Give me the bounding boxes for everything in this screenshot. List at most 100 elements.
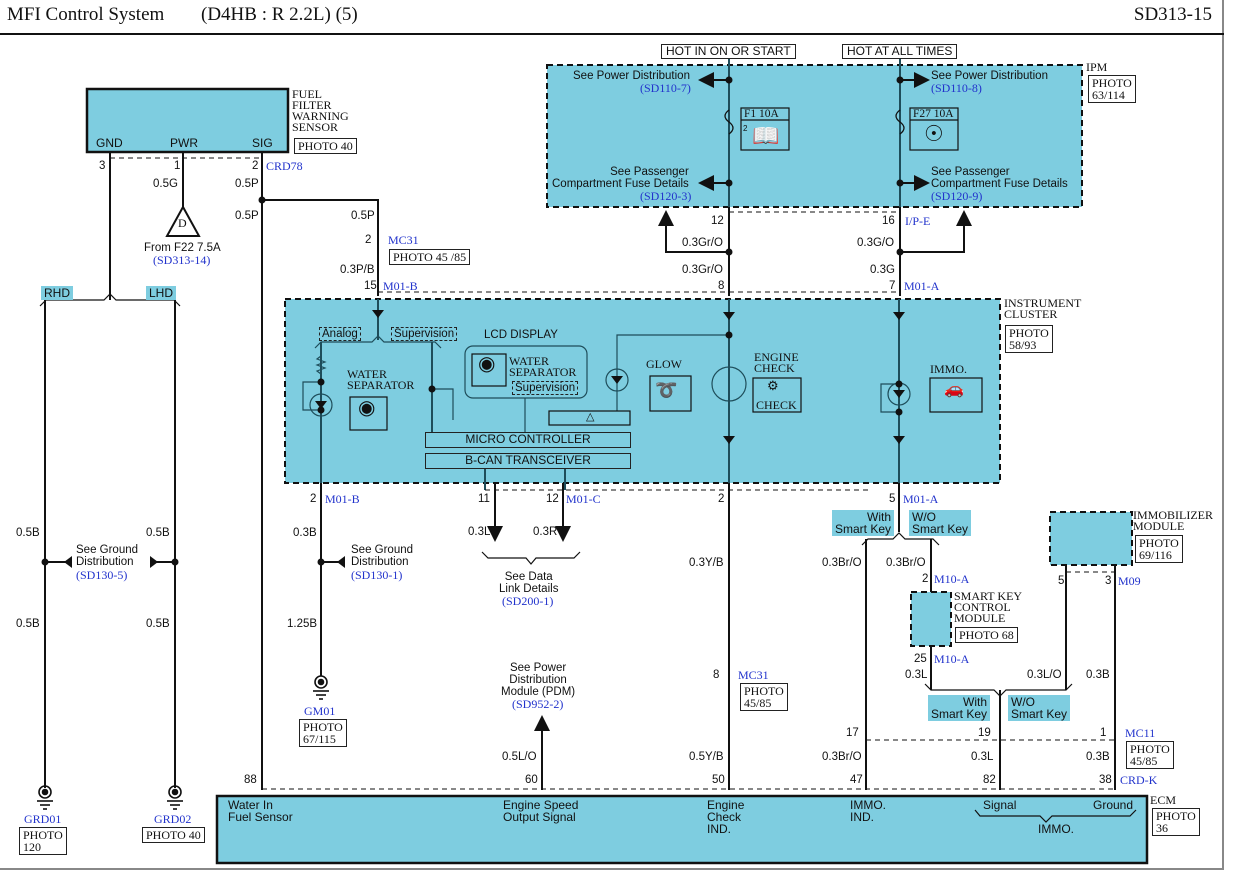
connector-mc31-bottom[interactable]: MC31 bbox=[738, 668, 769, 682]
pin-12: 12 bbox=[711, 215, 724, 227]
cluster-photo[interactable]: PHOTO 58/93 bbox=[1005, 325, 1053, 353]
smart-key-pin-2: 2 bbox=[922, 573, 929, 585]
lhd-tag: LHD bbox=[146, 286, 177, 300]
without-smart-key-tag-top: W/O Smart Key bbox=[909, 510, 972, 536]
connector-m01a-top[interactable]: M01-A bbox=[904, 279, 940, 293]
ground-ref-sd130-5[interactable]: (SD130-5) bbox=[76, 568, 128, 582]
connector-m01b-bottom[interactable]: M01-B bbox=[325, 492, 360, 506]
ecm-pin-50: 50 bbox=[712, 774, 725, 786]
lcd-water-separator-label: WATER SEPARATOR bbox=[509, 354, 577, 379]
wire-03b-ecm: 0.3B bbox=[1086, 751, 1110, 763]
pin-2-m01b: 2 bbox=[310, 493, 317, 505]
see-power-distribution-right: See Power Distribution bbox=[931, 70, 1048, 82]
with-smart-key-tag-top: With Smart Key bbox=[832, 510, 895, 536]
hot-in-on-or-start: HOT IN ON OR START bbox=[661, 44, 796, 59]
ref-sd200-1[interactable]: (SD200-1) bbox=[502, 594, 554, 608]
ecm-box bbox=[215, 794, 1149, 865]
ref-sd110-7[interactable]: (SD110-7) bbox=[640, 81, 691, 95]
wire-03pb: 0.3P/B bbox=[340, 264, 375, 276]
supervision-label: Supervision bbox=[391, 327, 458, 341]
connector-ip-e[interactable]: I/P-E bbox=[905, 214, 931, 228]
wire-05p-c: 0.5P bbox=[351, 210, 375, 222]
mc31-pin-2: 2 bbox=[365, 234, 372, 246]
connector-crd78[interactable]: CRD78 bbox=[266, 159, 303, 173]
fuse-f1-sub: 2 bbox=[743, 124, 748, 133]
grd01-photo[interactable]: PHOTO 120 bbox=[19, 827, 67, 855]
water-separator-lcd-icon: ◉ bbox=[478, 353, 496, 375]
connector-m10a-bottom[interactable]: M10-A bbox=[934, 652, 970, 666]
grd02-photo[interactable]: PHOTO 40 bbox=[142, 827, 205, 843]
connector-m01a-bottom[interactable]: M01-A bbox=[903, 492, 939, 506]
ref-sd120-9[interactable]: (SD120-9) bbox=[931, 189, 983, 203]
ref-sd110-8[interactable]: (SD110-8) bbox=[931, 81, 982, 95]
ecm-pin-82: 82 bbox=[983, 774, 996, 786]
triangle-icon: △ bbox=[586, 411, 595, 423]
connector-mc11[interactable]: MC11 bbox=[1125, 726, 1156, 740]
ground-grd02: GRD02 bbox=[154, 812, 192, 826]
ref-sd952-2[interactable]: (SD952-2) bbox=[512, 697, 564, 711]
connector-m01c[interactable]: M01-C bbox=[566, 492, 601, 506]
mc11-pin-19: 19 bbox=[978, 727, 991, 739]
ecm-terminal-immo-ind: IMMO. IND. bbox=[850, 798, 886, 824]
wire-05g: 0.5G bbox=[153, 178, 178, 190]
immo-label: IMMO. bbox=[930, 362, 968, 376]
manual-book-icon: 📖 bbox=[752, 123, 780, 148]
wire-125b: 1.25B bbox=[287, 618, 318, 630]
fuse-source-label: From F22 7.5A bbox=[144, 242, 221, 254]
mc11-photo[interactable]: PHOTO 45/85 bbox=[1126, 741, 1174, 769]
ground-grd01: GRD01 bbox=[24, 812, 62, 826]
pin-1: 1 bbox=[174, 160, 181, 172]
ref-sd120-3[interactable]: (SD120-3) bbox=[640, 189, 692, 203]
wire-05p-b: 0.5P bbox=[235, 210, 259, 222]
water-separator-label: WATER SEPARATOR bbox=[347, 367, 415, 392]
connector-crd-k[interactable]: CRD-K bbox=[1120, 773, 1158, 787]
wire-03l-data: 0.3L bbox=[468, 526, 491, 538]
fuel-filter-sensor-name: FUEL FILTER WARNING SENSOR bbox=[292, 87, 349, 134]
wire-03yb: 0.3Y/B bbox=[689, 557, 724, 569]
mc31-photo-bottom[interactable]: PHOTO 45/85 bbox=[740, 683, 788, 711]
water-separator-icon: ◉ bbox=[358, 397, 376, 419]
pin-12-m01c: 12 bbox=[546, 493, 559, 505]
immobilizer-photo[interactable]: PHOTO 69/116 bbox=[1135, 535, 1183, 563]
pin-2: 2 bbox=[252, 160, 259, 172]
ipm-name: IPM bbox=[1086, 60, 1108, 74]
wire-03l-ecm: 0.3L bbox=[971, 751, 994, 763]
wire-03b-cluster: 0.3B bbox=[293, 527, 317, 539]
wire-03go: 0.3G/O bbox=[857, 237, 895, 249]
connector-mc31-top[interactable]: MC31 bbox=[388, 233, 419, 247]
pin-label-pwr: PWR bbox=[170, 136, 198, 150]
see-ground-distribution-left: See Ground Distribution bbox=[76, 544, 139, 568]
smart-key-pin-25: 25 bbox=[914, 653, 927, 665]
connector-m09[interactable]: M09 bbox=[1118, 574, 1141, 588]
fuel-filter-photo[interactable]: PHOTO 40 bbox=[294, 138, 357, 154]
smart-key-photo[interactable]: PHOTO 68 bbox=[955, 627, 1018, 643]
see-passenger-fuse-right: See Passenger Compartment Fuse Details bbox=[931, 166, 1068, 190]
connector-m01b-top[interactable]: M01-B bbox=[383, 279, 418, 293]
ecm-terminal-engine-speed: Engine Speed Output Signal bbox=[503, 798, 579, 824]
wire-05b-rhd-top: 0.5B bbox=[16, 527, 40, 539]
ground-ref-sd130-1[interactable]: (SD130-1) bbox=[351, 568, 403, 582]
ipm-photo[interactable]: PHOTO 63/114 bbox=[1088, 75, 1136, 103]
fuse-f1: F1 10A bbox=[744, 108, 779, 120]
check-text: CHECK bbox=[756, 398, 797, 412]
pin-16: 16 bbox=[882, 215, 895, 227]
fuse-source-ref[interactable]: (SD313-14) bbox=[153, 253, 211, 267]
glow-plug-icon: ➰ bbox=[655, 380, 678, 400]
see-data-link-details: See Data Link Details bbox=[499, 571, 559, 595]
mc31-photo-top[interactable]: PHOTO 45 /85 bbox=[389, 249, 471, 265]
gm01-photo[interactable]: PHOTO 67/115 bbox=[299, 719, 347, 747]
ecm-photo[interactable]: PHOTO 36 bbox=[1152, 808, 1200, 836]
immo-icon-box bbox=[929, 377, 983, 413]
ecm-terminal-ground: Ground bbox=[1093, 798, 1134, 812]
pin-15: 15 bbox=[364, 280, 377, 292]
pin-label-sig: SIG bbox=[252, 136, 273, 150]
connector-m10a-top[interactable]: M10-A bbox=[934, 572, 970, 586]
smart-key-module-box bbox=[910, 591, 952, 647]
ecm-terminal-immo: IMMO. bbox=[1038, 822, 1074, 836]
bcan-transceiver: B-CAN TRANSCEIVER bbox=[425, 453, 631, 469]
pin-label-gnd: GND bbox=[96, 136, 123, 150]
lcd-display-label: LCD DISPLAY bbox=[484, 329, 558, 341]
ecm-pin-47: 47 bbox=[850, 774, 863, 786]
